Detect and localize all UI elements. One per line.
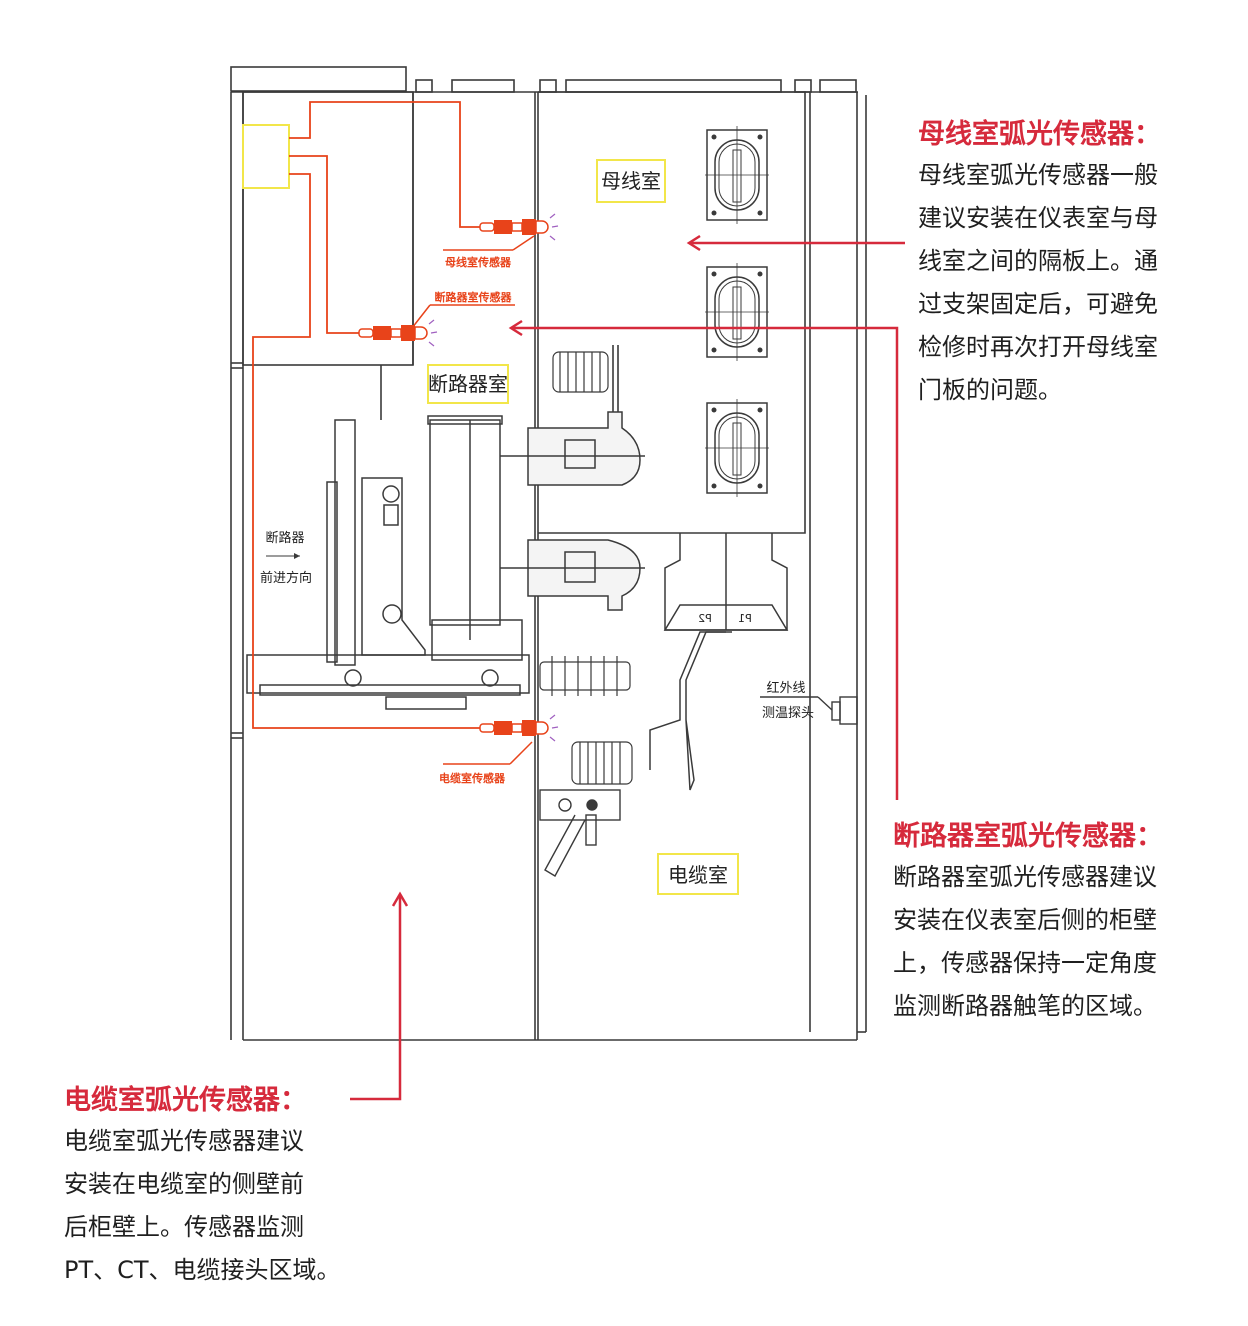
sensor-breaker [358, 304, 515, 347]
callout-breaker-title: 断路器室弧光传感器： [893, 821, 1163, 852]
ir-temperature-probe [760, 696, 858, 725]
callout-breaker-sensor: 断路器室弧光传感器： 断路器室弧光传感器建议 安装在仪表室后侧的柜壁 上，传感器… [893, 818, 1163, 1028]
callout-breaker-line: 监测断路器触笔的区域。 [893, 992, 1157, 1020]
ct-label-p1: P1 [738, 612, 752, 625]
earthing-switch [539, 789, 621, 877]
insulators [539, 351, 633, 785]
callout-cable-line: PT、CT、电缆接头区域。 [64, 1256, 341, 1284]
leader-busbar [686, 234, 905, 252]
ct-label-p2: P2 [698, 612, 712, 625]
ir-probe-line2: 测温探头 [762, 706, 814, 721]
busbar-room-label-box [596, 159, 666, 203]
ir-probe-line1: 红外线 [766, 680, 805, 696]
callout-busbar-line: 母线室弧光传感器一般 [918, 161, 1158, 189]
sensor-label-breaker: 断路器室传感器 [435, 290, 513, 304]
sensor-busbar [443, 213, 559, 251]
leader-cable [350, 891, 409, 1101]
breaker-room-label: 断路器室 [428, 372, 508, 396]
callout-busbar-sensor: 母线室弧光传感器： 母线室弧光传感器一般 建议安装在仪表室与母 线室之间的隔板上… [918, 116, 1161, 412]
callout-busbar-line: 门板的问题。 [918, 376, 1062, 404]
callout-busbar-line: 检修时再次打开母线室 [918, 333, 1158, 361]
contact-boxes [500, 411, 645, 611]
callout-busbar-line: 线室之间的隔板上。通 [918, 247, 1158, 275]
callout-cable-line: 后柜壁上。传感器监测 [64, 1213, 304, 1241]
callout-cable-line: 安装在电缆室的侧壁前 [64, 1170, 304, 1198]
sensor-cable [443, 714, 559, 765]
breaker-direction-line2: 前进方向 [260, 570, 312, 586]
breaker-room-label-box [427, 364, 509, 404]
callout-breaker-line: 断路器室弧光传感器建议 [893, 863, 1157, 891]
sensor-label-busbar: 母线室传感器 [445, 255, 512, 269]
busbar-room-label: 母线室 [601, 169, 661, 193]
busbar-bushings [704, 125, 770, 498]
callout-busbar-line: 过支架固定后，可避免 [918, 290, 1158, 318]
cable-room-label: 电缆室 [668, 863, 728, 887]
sensor-wiring [242, 101, 485, 729]
cable-room-label-box [657, 853, 739, 895]
callout-cable-sensor: 电缆室弧光传感器： 电缆室弧光传感器建议 安装在电缆室的侧壁前 后柜壁上。传感器… [64, 1082, 341, 1292]
callout-breaker-line: 安装在仪表室后侧的柜壁 [893, 906, 1157, 934]
callout-busbar-line: 建议安装在仪表室与母 [918, 204, 1158, 232]
sensor-label-cable: 电缆室传感器 [439, 771, 506, 785]
current-transformer [649, 533, 789, 791]
callout-cable-title: 电缆室弧光传感器： [64, 1085, 307, 1116]
direction-arrowhead-icon [294, 553, 300, 559]
leader-breaker [508, 319, 899, 800]
circuit-breaker-truck [246, 415, 530, 710]
callout-cable-line: 电缆室弧光传感器建议 [64, 1127, 304, 1155]
instrument-room [242, 91, 414, 420]
callout-breaker-line: 上，传感器保持一定角度 [893, 949, 1157, 977]
callout-busbar-title: 母线室弧光传感器： [918, 119, 1161, 150]
breaker-direction-line1: 断路器 [265, 530, 304, 546]
